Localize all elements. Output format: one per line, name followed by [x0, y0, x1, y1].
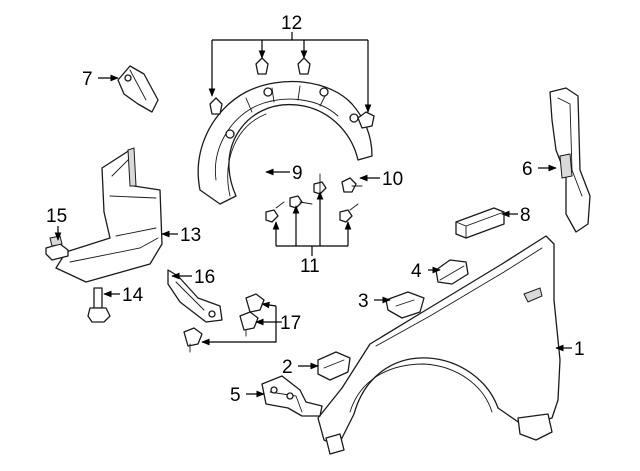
- push-clip-parts: [183, 293, 265, 353]
- callout-11: 11: [300, 256, 320, 277]
- side-seal-part: [549, 87, 591, 233]
- small-bracket-part: [317, 351, 351, 381]
- callout-8: 8: [520, 205, 531, 226]
- callout-16: 16: [194, 267, 215, 288]
- callout-12: 12: [281, 13, 302, 34]
- callout-13: 13: [180, 225, 201, 246]
- callout-1: 1: [574, 339, 585, 360]
- callout-9: 9: [292, 163, 303, 184]
- nut-clip-part: [45, 235, 69, 261]
- bolt-parts: [265, 173, 363, 223]
- lower-trim-part: [167, 269, 223, 323]
- fender-part: [317, 235, 561, 455]
- callout-17: 17: [280, 313, 301, 334]
- fender-liner-part: [197, 80, 373, 205]
- callout-15: 15: [46, 206, 67, 227]
- leader-lines: [54, 32, 572, 398]
- leader-17-c: [201, 306, 277, 346]
- callout-14: 14: [122, 285, 144, 306]
- leader-17-a: [261, 301, 277, 309]
- splash-shield-part: [55, 147, 163, 283]
- callout-7: 7: [82, 69, 93, 90]
- liner-clip-parts: [209, 57, 375, 129]
- lower-clip-part: [385, 291, 425, 319]
- upper-bracket-part: [117, 65, 159, 113]
- callout-3: 3: [358, 291, 369, 312]
- hinge-bracket-part: [261, 375, 323, 417]
- retainer-bolt-part: [87, 287, 111, 323]
- callout-labels: 1 2 3 4 5 6 7 8 9 10 11 12 13 14 15 16 1…: [46, 13, 585, 406]
- callout-2: 2: [282, 357, 293, 378]
- foam-pad-part: [455, 207, 505, 239]
- callout-4: 4: [411, 261, 422, 282]
- upper-clip-part: [435, 259, 469, 285]
- callout-5: 5: [230, 385, 241, 406]
- callout-6: 6: [522, 159, 533, 180]
- callout-10: 10: [382, 169, 403, 190]
